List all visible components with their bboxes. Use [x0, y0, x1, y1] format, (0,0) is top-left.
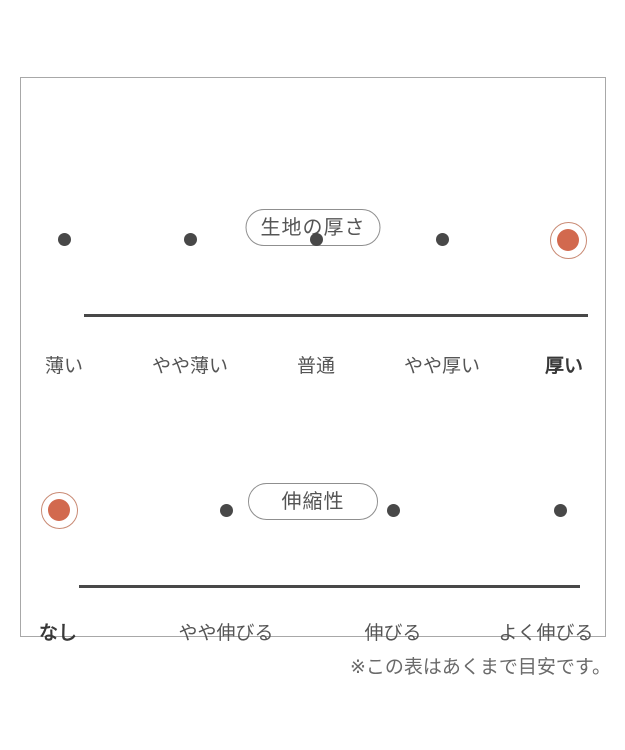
scale-label-selected: なし: [38, 622, 78, 644]
scale-label: 伸びる: [364, 622, 422, 644]
scale-dot-normal: [309, 232, 323, 246]
scale-label-selected: 厚い: [544, 355, 584, 377]
thickness-scale-track: [84, 314, 588, 317]
scale-dot-stretch-slight: [219, 503, 233, 517]
selected-dot: [48, 499, 70, 521]
selected-dot-marker-thick: [549, 221, 587, 259]
stretch-title: 伸縮性: [281, 489, 345, 513]
stretch-title-pill: 伸縮性: [248, 483, 378, 520]
selected-dot: [557, 229, 579, 251]
selected-dot-marker-none: [40, 491, 78, 529]
scale-dot-stretch-well: [553, 503, 567, 517]
disclaimer-note: ※この表はあくまで目安です。: [349, 656, 611, 678]
scale-label: よく伸びる: [498, 622, 594, 644]
scale-dot-slightly-thick: [435, 232, 449, 246]
scale-label: 普通: [296, 355, 336, 377]
scale-label: やや厚い: [403, 355, 481, 377]
scale-dot-thin: [57, 232, 71, 246]
scale-label: やや伸びる: [178, 622, 274, 644]
scale-dot-stretch: [386, 503, 400, 517]
scale-label: 薄い: [44, 355, 84, 377]
spec-panel: 生地の厚さ 薄い やや薄い 普通 やや厚い 厚い 伸縮性 なし やや伸びる 伸び…: [20, 77, 606, 643]
scale-dot-slightly-thin: [183, 232, 197, 246]
scale-label: やや薄い: [151, 355, 229, 377]
stretch-scale-track: [79, 585, 580, 588]
